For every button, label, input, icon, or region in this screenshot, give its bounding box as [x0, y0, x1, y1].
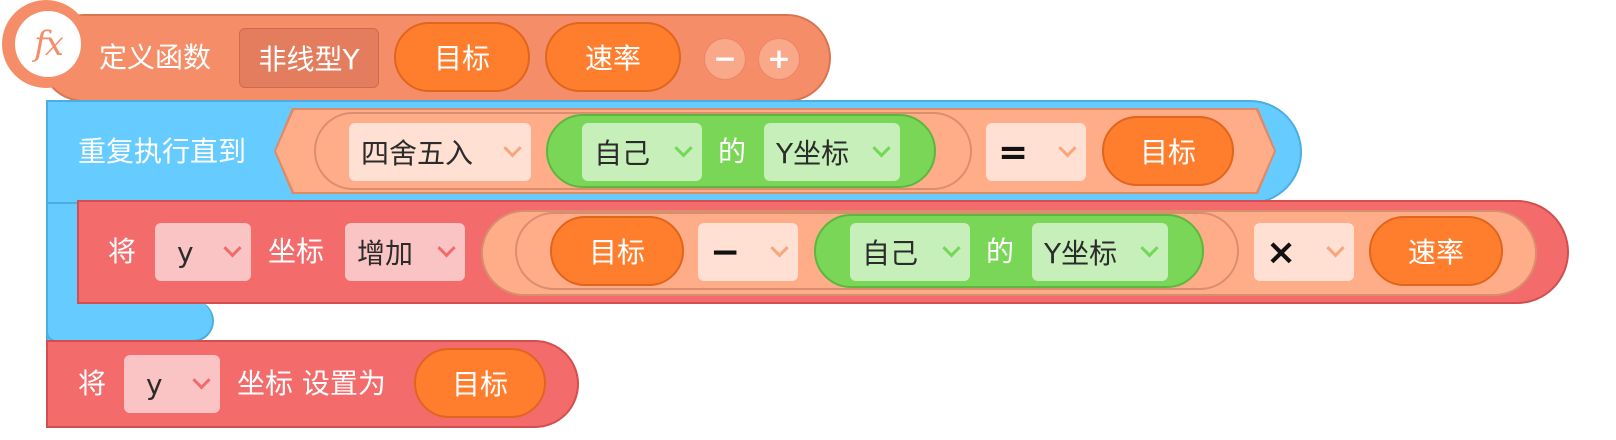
chevron-down-icon	[1140, 238, 1159, 257]
remove-param-button[interactable]: −	[704, 38, 746, 80]
property-dropdown[interactable]: Y坐标	[764, 123, 900, 181]
chevron-down-icon	[192, 370, 211, 389]
set-to-label: 坐标 设置为	[237, 367, 386, 400]
action-dropdown[interactable]: 增加	[345, 223, 465, 281]
target-reporter[interactable]: 目标	[1102, 116, 1234, 186]
fx-icon: fx	[15, 11, 81, 77]
target-reporter[interactable]: 目标	[550, 216, 684, 286]
chevron-down-icon	[503, 138, 522, 157]
multiply-op-dropdown[interactable]: ×	[1254, 223, 1354, 281]
set-prefix-label: 将	[78, 367, 107, 400]
chevron-down-icon	[872, 138, 891, 157]
axis-dropdown[interactable]: y	[124, 355, 220, 413]
round-op-dropdown[interactable]: 四舍五入	[349, 123, 531, 181]
target-reporter[interactable]: 目标	[414, 348, 546, 418]
chevron-down-icon	[223, 238, 242, 257]
repeat-until-bottom	[46, 300, 214, 342]
chevron-down-icon	[674, 138, 693, 157]
multiply-symbol: ×	[1266, 231, 1297, 273]
property-label: Y坐标	[776, 137, 850, 170]
axis-label: y	[146, 367, 163, 401]
axis-dropdown[interactable]: y	[155, 223, 251, 281]
function-icon-badge: fx	[2, 0, 90, 88]
chevron-down-icon	[1326, 238, 1345, 257]
subtract-op-dropdown[interactable]: −	[698, 223, 798, 281]
of-label: 的	[986, 235, 1015, 268]
chevron-down-icon	[942, 238, 961, 257]
repeat-until-label: 重复执行直到	[78, 135, 247, 168]
compare-op-dropdown[interactable]: =	[986, 123, 1086, 181]
minus-symbol: −	[710, 231, 741, 273]
param-target[interactable]: 目标	[394, 22, 530, 92]
chevron-down-icon	[1058, 138, 1077, 157]
property-label: Y坐标	[1044, 237, 1118, 270]
equals-symbol: =	[998, 131, 1029, 173]
axis-label: y	[177, 235, 194, 269]
round-op-label: 四舍五入	[361, 137, 474, 170]
change-prefix-label: 将	[108, 235, 137, 268]
sprite-label: 自己	[862, 237, 919, 270]
coord-label: 坐标	[268, 235, 325, 268]
action-label: 增加	[357, 237, 414, 270]
sprite-label: 自己	[594, 137, 651, 170]
sprite-dropdown[interactable]: 自己	[850, 223, 970, 281]
of-label: 的	[718, 135, 747, 168]
add-param-button[interactable]: +	[758, 38, 800, 80]
rate-reporter[interactable]: 速率	[1369, 216, 1503, 286]
chevron-down-icon	[770, 238, 789, 257]
property-dropdown[interactable]: Y坐标	[1032, 223, 1168, 281]
sprite-dropdown[interactable]: 自己	[582, 123, 702, 181]
chevron-down-icon	[437, 238, 456, 257]
define-function-label: 定义函数	[99, 41, 212, 74]
param-rate[interactable]: 速率	[545, 22, 681, 92]
function-name-field[interactable]: 非线型Y	[239, 28, 379, 88]
